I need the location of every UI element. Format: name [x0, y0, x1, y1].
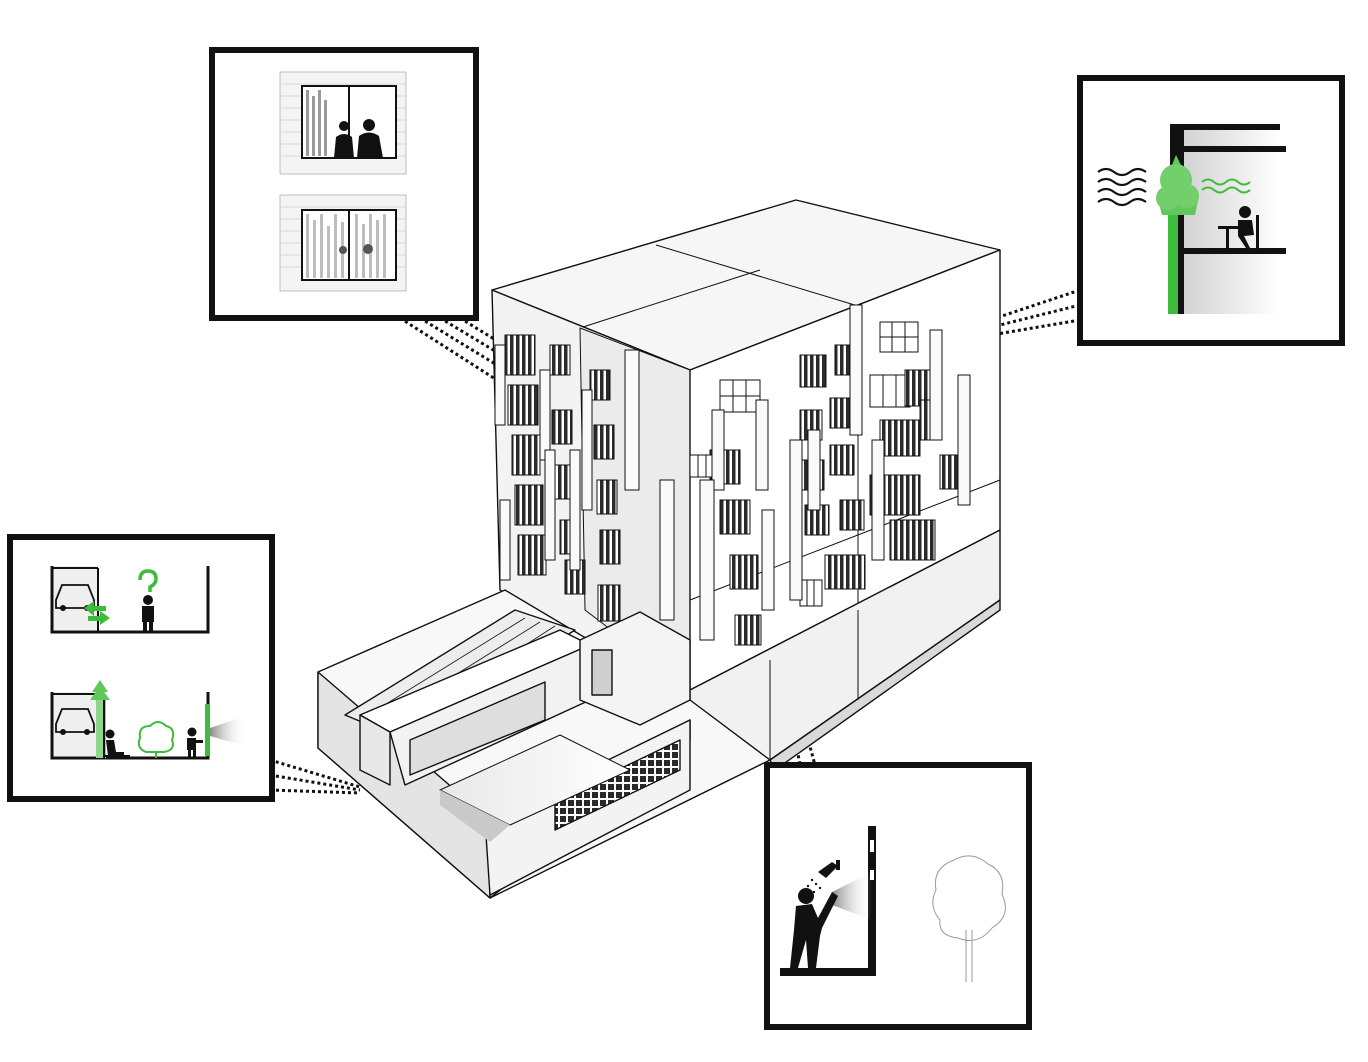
person-dining-icon [1218, 206, 1259, 248]
callout-window-privacy [209, 47, 479, 321]
wind-waves-icon [1097, 167, 1147, 207]
showering-person-icon [790, 888, 838, 968]
exchange-arrows-icon [84, 601, 110, 625]
light-beam-icon [832, 872, 872, 920]
callout-shower-view [764, 762, 1032, 1030]
left-facade-fins [494, 344, 593, 581]
right-facade-windows [689, 321, 963, 646]
ground-plaza [317, 589, 771, 899]
shower-head-icon [806, 860, 840, 894]
bush-icon [137, 721, 175, 758]
tree-icon [1156, 155, 1199, 215]
entrance-block [579, 611, 691, 726]
pine-tree-icon [90, 680, 110, 700]
viewing-person-icon [187, 727, 203, 758]
light-beam-icon [210, 716, 245, 746]
people-at-window-icon [279, 71, 407, 175]
right-facade-fins [624, 304, 971, 641]
seated-person-icon [105, 729, 124, 756]
screened-window-icon [279, 194, 407, 292]
callout-balcony-buffer [1077, 75, 1345, 346]
warm-air-waves-icon [1201, 178, 1251, 194]
callout-ground-floor-parking [7, 534, 275, 802]
standing-person-icon [142, 595, 154, 632]
car-icon [52, 692, 98, 756]
tree-outline-icon [932, 855, 1006, 982]
